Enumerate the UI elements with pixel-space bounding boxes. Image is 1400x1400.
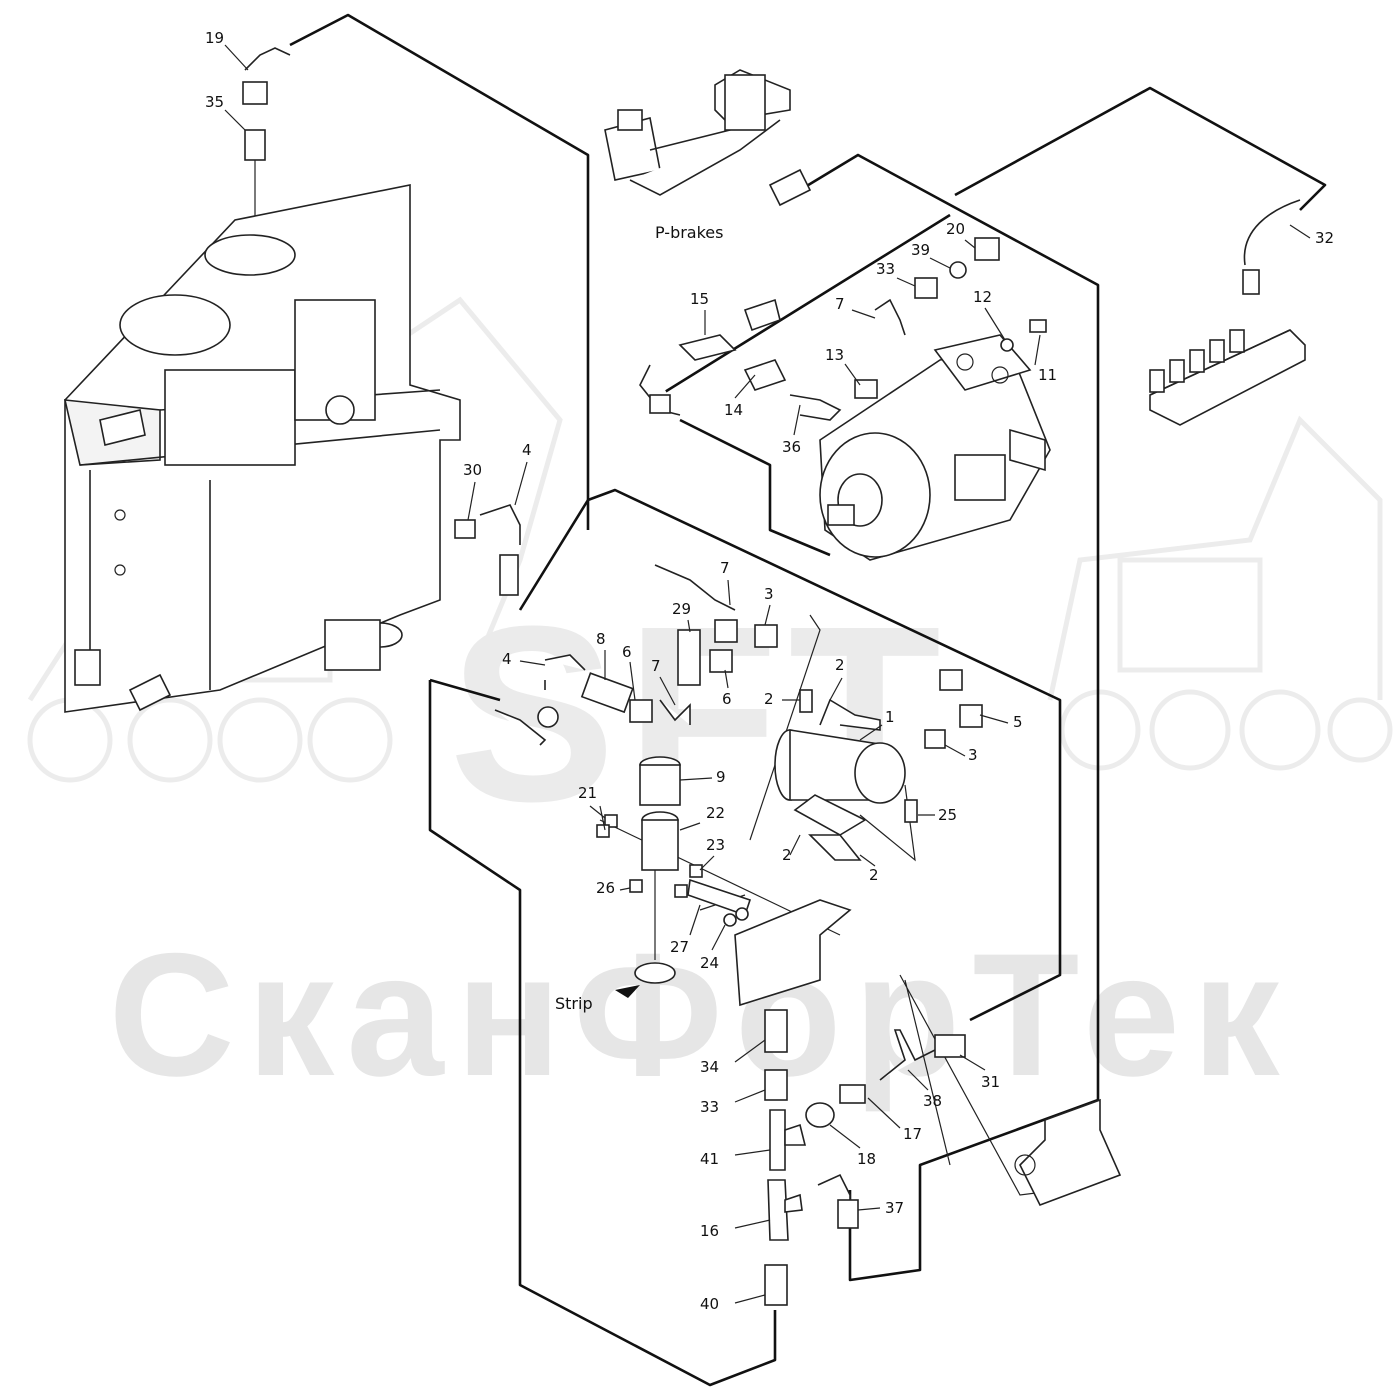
callout-15: 15 (690, 290, 709, 308)
callout-13: 13 (825, 346, 844, 364)
callout-2: 2 (835, 656, 845, 674)
hose-suction-loop (659, 213, 951, 557)
label-p-brakes: P-brakes (655, 223, 723, 242)
callout-30: 30 (463, 461, 482, 479)
callout-2: 2 (869, 866, 879, 884)
callout-1: 1 (885, 708, 895, 726)
callout-2: 2 (782, 846, 792, 864)
callout-23: 23 (706, 836, 725, 854)
callout-21: 21 (578, 784, 597, 802)
bottom-fittings (764, 1009, 1122, 1306)
callout-20: 20 (946, 220, 965, 238)
callout-33: 33 (700, 1098, 719, 1116)
hose-valve-to-pump (586, 488, 1062, 1022)
callout-3: 3 (764, 585, 774, 603)
hose-tank-to-upper (289, 13, 590, 611)
callout-14: 14 (724, 401, 743, 419)
hose-left-upper (429, 678, 501, 702)
guide-lines-motor (749, 614, 1061, 1196)
watermark-logo: SFT (449, 574, 951, 853)
callout-16: 16 (700, 1222, 719, 1240)
callout-31: 31 (981, 1073, 1000, 1091)
valve-bank-spools (1149, 329, 1245, 393)
callout-6: 6 (622, 643, 632, 661)
callout-38: 38 (923, 1092, 942, 1110)
filter-bracket (596, 756, 852, 1007)
callout-40: 40 (700, 1295, 719, 1313)
callout-4: 4 (502, 650, 512, 668)
callout-34: 34 (700, 1058, 719, 1076)
callout-17: 17 (903, 1125, 922, 1143)
callout-25: 25 (938, 806, 957, 824)
valve-bank-right (1149, 199, 1306, 426)
hose-main-return (428, 680, 777, 1387)
middle-fittings (454, 504, 778, 746)
callout-35: 35 (205, 93, 224, 111)
callout-5: 5 (1013, 713, 1023, 731)
callout-27: 27 (670, 938, 689, 956)
callout-39: 39 (911, 241, 930, 259)
pbrakes-valve (604, 69, 812, 207)
leader-lines (224, 44, 1311, 1304)
callout-7: 7 (720, 559, 730, 577)
pump-fittings (639, 237, 1047, 421)
hose-right-block (954, 86, 1327, 211)
callout-12: 12 (973, 288, 992, 306)
hose-pbrakes (799, 153, 1100, 1282)
callout-41: 41 (700, 1150, 719, 1168)
callouts: 19 35 20 39 33 32 15 7 12 11 13 14 36 30… (205, 29, 1334, 1313)
label-strip: Strip (555, 994, 593, 1013)
callout-8: 8 (596, 630, 606, 648)
strip-arrow-icon (615, 985, 640, 998)
callout-33: 33 (876, 260, 895, 278)
callout-7: 7 (835, 295, 845, 313)
callout-29: 29 (672, 600, 691, 618)
watermark: SFT СканФорТек (27, 296, 1393, 1113)
electric-motor (774, 669, 983, 861)
callout-7: 7 (651, 657, 661, 675)
callout-37: 37 (885, 1199, 904, 1217)
hose-lines (254, 13, 1327, 1387)
callout-4: 4 (522, 441, 532, 459)
callout-18: 18 (857, 1150, 876, 1168)
callout-36: 36 (782, 438, 801, 456)
callout-19: 19 (205, 29, 224, 47)
watermark-machine-right (1047, 415, 1393, 771)
hydraulic-pump (819, 334, 1051, 561)
callout-32: 32 (1315, 229, 1334, 247)
fittings-19-35 (242, 47, 291, 161)
callout-2: 2 (764, 690, 774, 708)
callout-11: 11 (1038, 366, 1057, 384)
callout-3: 3 (968, 746, 978, 764)
callout-6: 6 (722, 690, 732, 708)
callout-22: 22 (706, 804, 725, 822)
callout-9: 9 (716, 768, 726, 786)
callout-24: 24 (700, 954, 719, 972)
hydraulic-tank (63, 184, 461, 713)
callout-26: 26 (596, 879, 615, 897)
watermark-company: СканФорТек (108, 918, 1291, 1113)
